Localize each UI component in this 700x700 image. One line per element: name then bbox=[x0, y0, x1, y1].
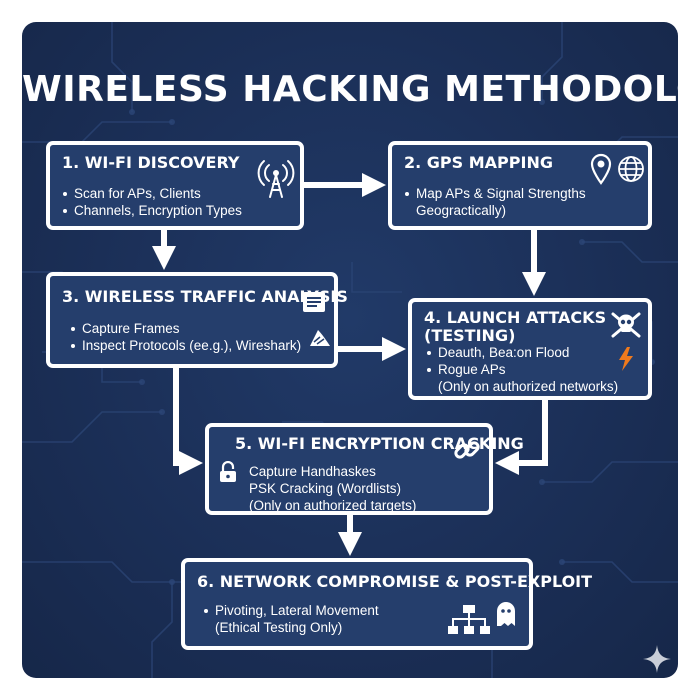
step-title: 4. LAUNCH ATTACKS bbox=[424, 308, 607, 327]
step-line: (Ethical Testing Only) bbox=[215, 620, 343, 635]
step-line: PSK Cracking (Wordlists) bbox=[249, 481, 402, 496]
page-title: WIRELESS HACKING METHODOLOGY bbox=[22, 69, 678, 110]
step-line: Deauth, Bea:on Flood bbox=[426, 344, 618, 361]
step-line: Geogractically) bbox=[416, 203, 507, 218]
step-line: Scan for APs, Clients bbox=[62, 185, 242, 202]
step-title: 5. WI-FI ENCRYPTION CRACKING bbox=[235, 434, 524, 453]
padlock-icon bbox=[220, 461, 236, 482]
step-box-launch-attacks: 4. LAUNCH ATTACKS (TESTING) Deauth, Bea:… bbox=[408, 298, 652, 400]
lightning-bolt-icon bbox=[619, 347, 633, 371]
network-hierarchy-icon bbox=[448, 605, 490, 634]
step-line: Capture Handhaskes bbox=[249, 464, 376, 479]
step-line: Capture Frames bbox=[70, 320, 301, 337]
step-box-wifi-discovery: 1. WI-FI DISCOVERY Scan for APs, Clients… bbox=[46, 141, 304, 230]
step-line: Pivoting, Lateral Movement bbox=[203, 602, 379, 619]
step-box-network-compromise: 6. NETWORK COMPROMISE & POST-EXPLOIT Piv… bbox=[181, 558, 592, 650]
step-line: (Only on authorized targets) bbox=[249, 498, 417, 513]
ghost-icon bbox=[497, 602, 515, 626]
step-title: 1. WI-FI DISCOVERY bbox=[62, 153, 240, 172]
document-icon bbox=[303, 292, 325, 312]
step-line: Channels, Encryption Types bbox=[62, 202, 242, 219]
shark-fin-icon bbox=[310, 330, 330, 346]
step-title: 2. GPS MAPPING bbox=[404, 153, 553, 172]
radio-tower-icon bbox=[257, 160, 295, 198]
chain-link-icon bbox=[454, 441, 480, 459]
circuit-background bbox=[22, 22, 678, 678]
globe-icon bbox=[618, 156, 644, 182]
map-pin-icon bbox=[590, 153, 612, 185]
step-title: 6. NETWORK COMPROMISE & POST-EXPLOIT bbox=[197, 572, 593, 591]
step-box-traffic-analysis: 3. WIRELESS TRAFFIC ANALYSIS Capture Fra… bbox=[46, 272, 348, 368]
step-box-gps-mapping: 2. GPS MAPPING Map APs & Signal Strength… bbox=[388, 141, 652, 230]
step-line: (Only on authorized networks) bbox=[438, 379, 619, 394]
skull-crossbones-icon bbox=[611, 312, 641, 338]
sparkle-icon bbox=[643, 645, 671, 673]
step-line: Inspect Protocols (ee.g.), Wireshark) bbox=[70, 337, 301, 354]
step-line: Map APs & Signal Strengths bbox=[404, 185, 586, 202]
step-title: 3. WIRELESS TRAFFIC ANALYSIS bbox=[62, 287, 348, 306]
step-line: Rogue APs bbox=[426, 361, 618, 378]
step-title-line-2: (TESTING) bbox=[424, 326, 516, 345]
step-box-encryption-cracking: 5. WI-FI ENCRYPTION CRACKING Capture Han… bbox=[205, 423, 524, 515]
